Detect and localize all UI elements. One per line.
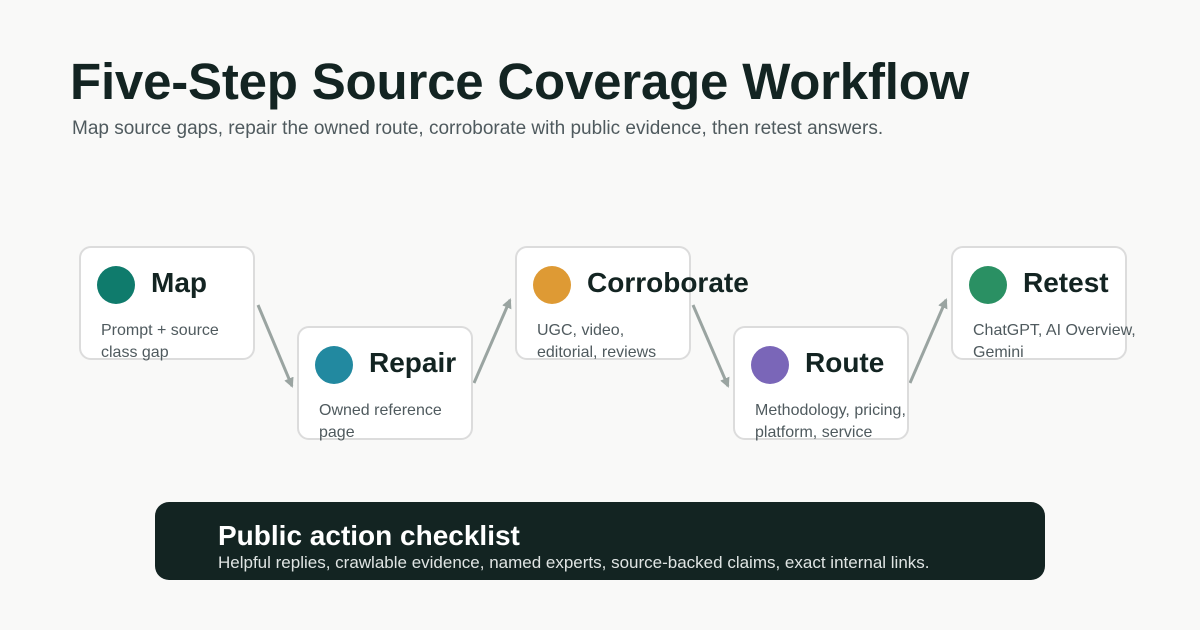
step-description-line: Owned reference bbox=[319, 402, 442, 419]
arrow-route-to-retest bbox=[908, 298, 948, 384]
step-description: Prompt + source class gap bbox=[101, 320, 301, 364]
step-label: Retest bbox=[1023, 267, 1109, 298]
step-description: Methodology, pricing, platform, service bbox=[755, 400, 955, 444]
step-label: Repair bbox=[369, 347, 457, 378]
step-description-line: Prompt + source bbox=[101, 322, 219, 339]
step-dot-icon bbox=[969, 266, 1007, 304]
step-description-line: Methodology, pricing, bbox=[755, 402, 906, 419]
step-description-line: Gemini bbox=[973, 344, 1024, 361]
step-card-route: Route Methodology, pricing, platform, se… bbox=[733, 326, 909, 441]
step-description-line: platform, service bbox=[755, 424, 873, 441]
step-description-line: page bbox=[319, 424, 355, 441]
step-dot-icon bbox=[97, 266, 135, 304]
step-description: UGC, video, editorial, reviews bbox=[537, 320, 737, 364]
step-description: ChatGPT, AI Overview, Gemini bbox=[973, 320, 1173, 364]
step-dot-icon bbox=[751, 346, 789, 384]
step-dot-icon bbox=[533, 266, 571, 304]
step-label: Corroborate bbox=[587, 267, 749, 298]
arrow-repair-to-corroborate bbox=[472, 298, 512, 384]
public-action-checklist-banner: Public action checklist Helpful replies,… bbox=[155, 502, 1045, 580]
step-card-map: Map Prompt + source class gap bbox=[79, 246, 255, 361]
checklist-title: Public action checklist bbox=[218, 520, 520, 551]
step-label: Map bbox=[151, 267, 207, 298]
step-card-retest: Retest ChatGPT, AI Overview, Gemini bbox=[951, 246, 1136, 361]
page-subtitle: Map source gaps, repair the owned route,… bbox=[72, 118, 884, 139]
page-title: Five-Step Source Coverage Workflow bbox=[70, 53, 970, 110]
step-description-line: UGC, video, bbox=[537, 322, 625, 339]
step-description-line: ChatGPT, AI Overview, bbox=[973, 322, 1136, 339]
step-description: Owned reference page bbox=[319, 400, 519, 444]
step-label: Route bbox=[805, 347, 885, 378]
step-card-corroborate: Corroborate UGC, video, editorial, revie… bbox=[515, 246, 749, 361]
step-card-repair: Repair Owned reference page bbox=[297, 326, 473, 441]
step-description-line: class gap bbox=[101, 344, 169, 361]
step-description-line: editorial, reviews bbox=[537, 344, 657, 361]
checklist-text: Helpful replies, crawlable evidence, nam… bbox=[218, 553, 930, 572]
step-dot-icon bbox=[315, 346, 353, 384]
